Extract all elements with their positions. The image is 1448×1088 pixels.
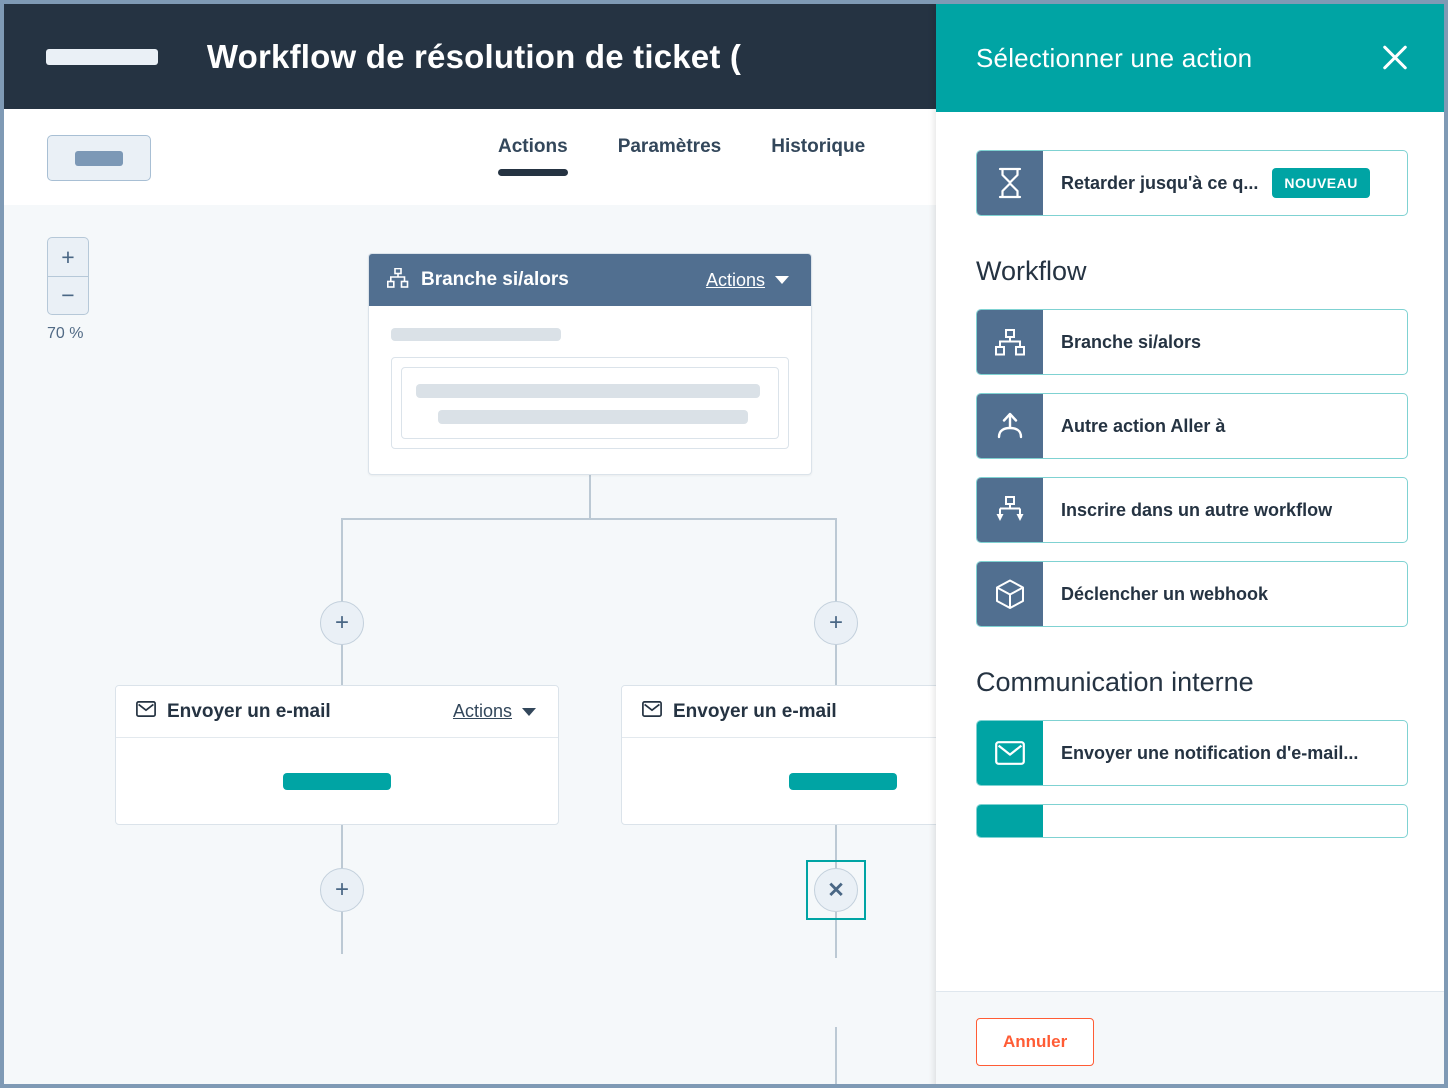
- placeholder-bar: [416, 384, 760, 398]
- tab-bar: Actions Paramètres Historique: [444, 109, 944, 205]
- connector-left-card-to-node: [341, 813, 343, 869]
- workflow-canvas[interactable]: + − 70 %: [4, 205, 944, 1084]
- email-card-left-actions-dropdown[interactable]: Actions: [453, 701, 536, 722]
- select-action-panel: Sélectionner une action Retarder jusqu'à…: [936, 4, 1444, 1084]
- enroll-workflow-icon: [977, 478, 1043, 542]
- placeholder-bar: [391, 328, 561, 341]
- email-card-right-body: [622, 738, 944, 825]
- action-item-email-notification-label: Envoyer une notification d'e-mail...: [1061, 742, 1359, 763]
- action-item-enroll-workflow[interactable]: Inscrire dans un autre workflow: [976, 477, 1408, 543]
- add-action-node-left-2[interactable]: +: [320, 868, 364, 912]
- status-badge-new: NOUVEAU: [1272, 168, 1370, 198]
- action-item-webhook[interactable]: Déclencher un webhook: [976, 561, 1408, 627]
- close-node-focus-ring: [806, 860, 866, 920]
- group-title-communication-interne: Communication interne: [976, 667, 1254, 697]
- branch-card-header: Branche si/alors Actions: [369, 254, 811, 306]
- close-icon[interactable]: [1378, 41, 1412, 75]
- email-card-left-title: Envoyer un e-mail: [167, 700, 331, 722]
- placeholder-bar: [789, 773, 897, 790]
- cube-icon: [977, 562, 1043, 626]
- connector-left-down: [341, 518, 343, 592]
- branch-card-title: Branche si/alors: [421, 269, 569, 290]
- connector-right-node-to-card: [835, 645, 837, 685]
- email-card-left[interactable]: Envoyer un e-mail Actions: [115, 685, 559, 825]
- connector-right-down: [835, 518, 837, 592]
- email-card-right-header: Envoyer un e-mail: [622, 686, 944, 738]
- branch-card[interactable]: Branche si/alors Actions: [368, 253, 812, 475]
- tab-parametres[interactable]: Paramètres: [617, 136, 722, 157]
- zoom-level-label: 70 %: [47, 325, 84, 342]
- envelope-icon: [642, 701, 662, 722]
- email-card-left-header: Envoyer un e-mail Actions: [116, 686, 558, 738]
- action-item-email-notification-content: Envoyer une notification d'e-mail...: [1043, 721, 1407, 785]
- branch-icon: [977, 310, 1043, 374]
- back-button-placeholder: [75, 150, 123, 166]
- chevron-down-icon: [775, 276, 789, 284]
- panel-footer: Annuler: [936, 991, 1444, 1084]
- panel-header: Sélectionner une action: [936, 4, 1444, 112]
- back-button[interactable]: [47, 135, 151, 181]
- email-card-left-actions-label: Actions: [452, 701, 512, 721]
- email-card-left-body: [116, 738, 558, 825]
- branch-icon: [387, 267, 409, 293]
- add-action-node-left[interactable]: +: [320, 601, 364, 645]
- connector-branch-stem: [589, 475, 591, 519]
- branch-card-body: [369, 306, 811, 449]
- connector-right-card2-down: [835, 1027, 837, 1084]
- email-card-right[interactable]: Envoyer un e-mail: [621, 685, 944, 825]
- partial-icon: [977, 805, 1043, 837]
- connector-left-node-to-flag: [341, 912, 343, 954]
- chevron-down-icon: [522, 707, 536, 716]
- branch-card-actions-label: Actions: [705, 269, 765, 290]
- action-item-goto-content: Autre action Aller à: [1043, 394, 1407, 458]
- placeholder-bar: [283, 773, 391, 790]
- workflow-editor: Workflow de résolution de ticket ( Actio…: [4, 4, 944, 1084]
- hourglass-icon: [977, 151, 1043, 215]
- connector-right-card-to-node: [835, 813, 837, 869]
- top-bar: Workflow de résolution de ticket (: [4, 4, 944, 109]
- group-title-workflow: Workflow: [976, 256, 1087, 286]
- zoom-in-button[interactable]: +: [47, 237, 89, 276]
- tab-actions[interactable]: Actions: [496, 130, 570, 184]
- action-item-delay[interactable]: Retarder jusqu'à ce q... NOUVEAU: [976, 150, 1408, 216]
- connector-branch-horizontal: [341, 518, 837, 520]
- goto-icon: [977, 394, 1043, 458]
- spacer: [976, 112, 1408, 150]
- close-node-right[interactable]: ✕: [814, 868, 858, 912]
- action-item-goto[interactable]: Autre action Aller à: [976, 393, 1408, 459]
- connector-right-node-to-card2: [835, 912, 837, 958]
- cancel-button[interactable]: Annuler: [976, 1018, 1095, 1066]
- email-card-right-title: Envoyer un e-mail: [673, 700, 837, 722]
- add-action-node-right[interactable]: +: [814, 601, 858, 645]
- envelope-icon: [977, 721, 1043, 785]
- zoom-controls: + − 70 %: [47, 237, 89, 343]
- app-logo-placeholder: [46, 48, 158, 65]
- action-item-delay-label: Retarder jusqu'à ce q...: [1061, 172, 1259, 193]
- action-item-delay-content: Retarder jusqu'à ce q... NOUVEAU: [1043, 151, 1407, 215]
- branch-card-actions-dropdown[interactable]: Actions: [706, 270, 789, 291]
- action-item-partial[interactable]: [976, 804, 1408, 838]
- action-item-goto-label: Autre action Aller à: [1061, 415, 1226, 436]
- branch-condition: [401, 367, 779, 439]
- envelope-icon: [136, 701, 156, 722]
- zoom-out-button[interactable]: −: [47, 276, 89, 315]
- action-item-branch[interactable]: Branche si/alors: [976, 309, 1408, 375]
- sub-bar: [4, 109, 944, 206]
- action-item-webhook-label: Déclencher un webhook: [1061, 583, 1269, 604]
- branch-condition-group: [391, 357, 789, 449]
- action-item-branch-label: Branche si/alors: [1061, 331, 1202, 352]
- connector-left-node-to-card: [341, 645, 343, 685]
- action-item-enroll-workflow-label: Inscrire dans un autre workflow: [1061, 499, 1333, 520]
- panel-body[interactable]: Retarder jusqu'à ce q... NOUVEAU Workflo…: [936, 112, 1444, 992]
- placeholder-bar: [438, 410, 748, 424]
- tab-historique[interactable]: Historique: [771, 136, 866, 157]
- action-item-email-notification[interactable]: Envoyer une notification d'e-mail...: [976, 720, 1408, 786]
- action-item-enroll-workflow-content: Inscrire dans un autre workflow: [1043, 478, 1407, 542]
- action-item-partial-content: [1043, 805, 1407, 837]
- action-item-webhook-content: Déclencher un webhook: [1043, 562, 1407, 626]
- action-item-branch-content: Branche si/alors: [1043, 310, 1407, 374]
- panel-title: Sélectionner une action: [976, 42, 1253, 73]
